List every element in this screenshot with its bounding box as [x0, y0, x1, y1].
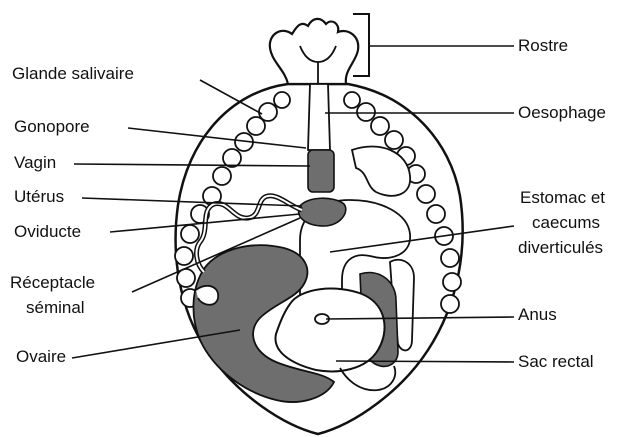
label-glande-salivaire: Glande salivaire: [12, 64, 134, 84]
label-estomac-line3: diverticulés: [518, 238, 603, 258]
label-estomac-line1: Estomac et: [520, 188, 605, 208]
label-rostre: Rostre: [518, 36, 568, 56]
label-receptacle-line1: Réceptacle: [10, 273, 95, 293]
label-vagin: Vagin: [14, 153, 56, 173]
label-gonopore: Gonopore: [14, 117, 90, 137]
label-anus: Anus: [518, 305, 557, 325]
label-ovaire: Ovaire: [16, 347, 66, 367]
label-receptacle-line2: séminal: [26, 298, 85, 318]
rectal-sac: [275, 289, 384, 372]
label-uterus: Utérus: [14, 187, 64, 207]
rostrum: [270, 19, 358, 84]
label-oviducte: Oviducte: [14, 222, 81, 242]
label-sac-rectal: Sac rectal: [518, 352, 594, 372]
uterus: [299, 198, 346, 226]
oesophagus: [308, 84, 330, 150]
label-oesophage: Oesophage: [518, 103, 606, 123]
vagina: [308, 150, 334, 192]
label-estomac-line2: caecums: [532, 213, 600, 233]
leader-sac-rectal: [336, 361, 514, 362]
